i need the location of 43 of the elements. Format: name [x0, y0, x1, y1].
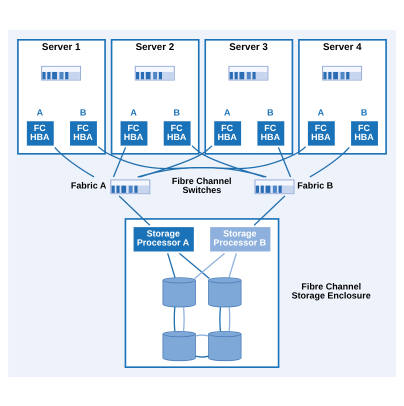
node-box: FC HBA: [120, 120, 148, 146]
connector: [254, 194, 286, 226]
connector: [118, 194, 150, 226]
node-label: A: [36, 106, 44, 117]
connector: [195, 334, 209, 336]
connector: [167, 252, 176, 278]
connector: [98, 146, 266, 178]
connector: [278, 146, 292, 177]
node-label: B: [267, 106, 274, 117]
node-box: FC HBA: [351, 120, 378, 146]
node-label: Fabric B: [297, 180, 334, 190]
node-box: Storage Processor A: [134, 226, 194, 252]
node-box: FC HBA: [164, 120, 191, 146]
node-label: A: [318, 106, 324, 117]
connector: [194, 252, 225, 278]
node-label: Fabric A: [70, 180, 106, 190]
node-label: B: [173, 106, 180, 117]
node-label: B: [80, 106, 86, 117]
connector: [139, 144, 212, 178]
node-box: Storage Processor B: [210, 226, 270, 252]
connector: [174, 306, 176, 331]
node-box: FC HBA: [308, 120, 335, 146]
connector: [228, 306, 230, 331]
connector: [192, 144, 265, 178]
connector: [138, 146, 306, 178]
cluster: [124, 218, 280, 368]
node-label: Fibre Channel Storage Enclosure: [292, 281, 371, 300]
node-box: FC HBA: [26, 120, 54, 146]
node-box: FC HBA: [70, 120, 97, 146]
node-box: FC HBA: [257, 120, 284, 146]
connector: [112, 146, 126, 177]
node-label: A: [130, 106, 137, 117]
connector: [219, 306, 222, 331]
connector: [54, 146, 94, 178]
label: Fibre Channel Switches: [172, 175, 232, 194]
connector: [228, 252, 237, 278]
connector: [310, 146, 350, 178]
node-label: B: [360, 106, 368, 117]
connector: [179, 252, 210, 278]
node-box: FC HBA: [214, 120, 242, 146]
connector: [195, 355, 209, 358]
node-label: A: [224, 106, 230, 117]
connector: [182, 306, 185, 331]
